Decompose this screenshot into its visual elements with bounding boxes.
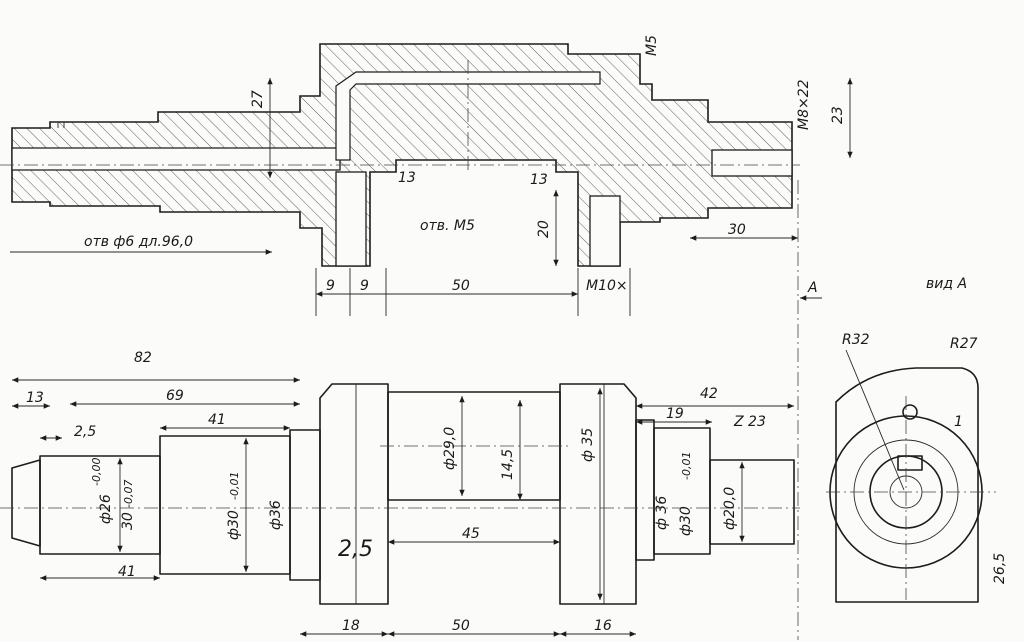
hole-axial-label: отв ф6 дл.96,0 xyxy=(84,234,193,250)
tol30b-label: -0,01 xyxy=(680,452,693,480)
journal-20 xyxy=(709,459,795,545)
collar-right xyxy=(635,419,655,561)
crank-web-right xyxy=(559,383,637,605)
dia30-label: ф30 xyxy=(226,510,242,540)
r27-label: R27 xyxy=(950,336,978,352)
tol26b-label: -0,07 xyxy=(122,480,135,508)
view-a-title: вид A xyxy=(926,276,967,292)
small-hole-left xyxy=(57,122,65,128)
view-a xyxy=(826,349,996,603)
radius-leader xyxy=(845,349,905,491)
d26-5-label: 26,5 xyxy=(992,553,1008,584)
dim-82-label: 82 xyxy=(134,350,152,366)
dia30b-label: ф30 xyxy=(678,506,694,536)
dia20-label: ф20,0 xyxy=(722,487,738,530)
dia36b-label: ф 36 xyxy=(654,496,670,530)
dim-2-5-label: 2,5 xyxy=(74,424,96,440)
dim-9b-label: 9 xyxy=(360,278,369,294)
keyway xyxy=(897,455,923,471)
thread-bore-right xyxy=(711,149,793,177)
dia35-label: ф 35 xyxy=(580,428,596,462)
thread-m8-label: M8×22 xyxy=(796,79,812,130)
section-view xyxy=(0,43,853,640)
view-a-outline xyxy=(835,367,979,603)
dim-69-label: 69 xyxy=(166,388,184,404)
dim-41b-label: 41 xyxy=(118,564,136,580)
dim-19-label: 19 xyxy=(666,406,684,422)
side-view xyxy=(0,377,800,637)
hole-m5-label: отв. M5 xyxy=(420,218,475,234)
dim-9a-label: 9 xyxy=(326,278,335,294)
dia36a-label: ф36 xyxy=(268,500,284,530)
dia29-label: ф29,0 xyxy=(442,427,458,470)
section-marker-label: A xyxy=(807,280,818,296)
crank-web-left xyxy=(319,383,389,605)
hole-top xyxy=(902,404,918,420)
dim-50b-label: 50 xyxy=(452,618,470,634)
dim-20-label: 20 xyxy=(536,220,552,238)
m5-hole-left xyxy=(335,171,367,267)
axial-bore xyxy=(11,147,341,171)
dia26b-label: 30 xyxy=(120,512,136,530)
view-a-num: 1 xyxy=(954,414,963,430)
r32-label: R32 xyxy=(842,332,870,348)
z23-label: Z 23 xyxy=(733,414,766,430)
thread-m5-label: M5 xyxy=(644,35,660,56)
tol26a-label: -0,00 xyxy=(90,458,103,486)
collar-36 xyxy=(289,429,321,581)
shaft-end-thread xyxy=(11,459,41,547)
thread-m10-label: M10× xyxy=(586,278,628,294)
web-label: 2,5 xyxy=(338,537,373,562)
dim-23-label: 23 xyxy=(830,106,846,124)
dim-42-label: 42 xyxy=(700,386,718,402)
dim-16-label: 16 xyxy=(594,618,612,634)
dia26-label: ф26 xyxy=(98,494,114,524)
len14-5-label: 14,5 xyxy=(500,449,516,480)
dim-30-label: 30 xyxy=(728,222,746,238)
m10-hole-right xyxy=(589,195,621,267)
dim-18-label: 18 xyxy=(342,618,360,634)
oil-channel xyxy=(335,71,601,161)
dim-13a-label: 13 xyxy=(398,170,416,186)
dim-50-label: 50 xyxy=(452,278,470,294)
dim-13-label: 13 xyxy=(26,390,44,406)
dim-41a-label: 41 xyxy=(208,412,226,428)
dim-45-label: 45 xyxy=(462,526,480,542)
dim-13b-label: 13 xyxy=(530,172,548,188)
tol30-label: -0,01 xyxy=(228,472,241,500)
dim-27-label: 27 xyxy=(250,90,266,108)
